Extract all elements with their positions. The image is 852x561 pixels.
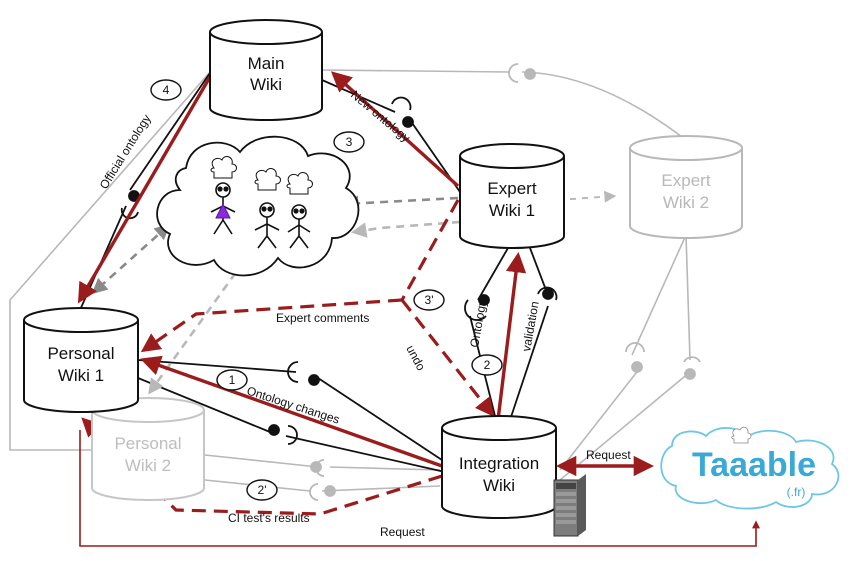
step-3p-badge: 3' — [413, 289, 445, 311]
step-1-badge: 1 — [216, 369, 248, 391]
svg-text:2: 2 — [484, 358, 491, 372]
expert1-to-integration-black-c — [529, 247, 547, 291]
svg-text:3': 3' — [425, 293, 434, 307]
taaable-name: Taaable — [692, 446, 816, 484]
personal2-to-integration-line-d — [321, 485, 441, 492]
main-wiki-db[interactable]: Main Wiki — [209, 19, 323, 121]
main-to-personal2-line — [9, 71, 211, 451]
server-icon — [553, 474, 586, 537]
svg-text:2': 2' — [258, 483, 267, 497]
ontology-validation-arrow — [496, 251, 527, 421]
expert2-to-integration-line — [631, 234, 687, 356]
undo-label: undo — [403, 343, 428, 373]
undo-dashed — [400, 299, 495, 418]
personal-wiki-1-label-2: Wiki 1 — [58, 366, 104, 385]
cloud-personal1-arrow — [91, 223, 171, 295]
expert1-to-integration-black-a — [477, 247, 509, 301]
expert2-to-integration-line-b — [559, 367, 641, 471]
expert1-to-integration-black-d — [509, 305, 549, 421]
integration-wiki-db[interactable]: Integration Wiki — [441, 415, 557, 519]
user-1-icon — [210, 156, 237, 235]
expert-wiki-1-label-2: Wiki 1 — [489, 201, 535, 220]
expert-wiki-1-db[interactable]: Expert Wiki 1 — [459, 143, 565, 249]
request-right-label: Request — [586, 448, 631, 462]
personal-wiki-1-label-1: Personal — [47, 344, 114, 363]
expert1-to-cloud-arrow — [342, 195, 459, 212]
expert-wiki-2-label-1: Expert — [661, 171, 710, 190]
personal-wiki-1-db[interactable]: Personal Wiki 1 — [23, 307, 139, 413]
personal1-to-integration-black-b — [317, 377, 446, 463]
svg-text:4: 4 — [163, 83, 170, 97]
main-wiki-label-2: Wiki — [250, 75, 282, 94]
step-badges: 4 3 3' 2 1 2' — [150, 79, 503, 501]
cook-users — [210, 156, 313, 249]
step-3-badge: 3 — [333, 131, 365, 153]
step-4-badge: 4 — [150, 79, 182, 101]
personal-wiki-2-label-1: Personal — [114, 434, 181, 453]
taaable-logo[interactable]: Taaable (.fr) — [660, 426, 840, 510]
ontology-changes-label: Ontology changes — [245, 384, 341, 427]
ontology-changes-arrow — [140, 355, 443, 468]
request-bottom-label: Request — [380, 525, 425, 539]
faded-sockets — [309, 63, 701, 501]
expert-wiki-1-label-1: Expert — [487, 179, 536, 198]
personal-wiki-2-label-2: Wiki 2 — [125, 456, 171, 475]
expert-wiki-2-label-2: Wiki 2 — [663, 193, 709, 212]
main-to-personal1-black-line — [129, 69, 213, 191]
expert-comments-label: Expert comments — [276, 311, 369, 325]
expert2-down-line — [685, 234, 691, 361]
chef-hat-icon — [731, 426, 752, 444]
ontology-validation-label-1: Ontology — [467, 299, 489, 349]
personal1-to-integration-black-d — [285, 435, 446, 473]
faded-connections — [9, 69, 691, 492]
step-2-badge: 2 — [471, 354, 503, 376]
taaable-suffix: (.fr) — [787, 485, 806, 499]
user-2-icon — [254, 168, 281, 249]
main-wiki-label-1: Main — [248, 54, 285, 73]
personal-wiki-2-db[interactable]: Personal Wiki 2 — [91, 397, 205, 501]
expert-comments-left — [140, 298, 403, 353]
svg-text:3: 3 — [346, 135, 353, 149]
red-flow — [77, 69, 760, 547]
svg-text:1: 1 — [229, 373, 236, 387]
user-3-icon — [286, 172, 313, 249]
integration-wiki-label-2: Wiki — [483, 476, 515, 495]
official-ontology-label: Official ontology — [97, 112, 154, 192]
official-ontology-arrow — [77, 69, 216, 304]
community-cloud — [156, 135, 360, 277]
main-to-expert2-line-b — [521, 71, 687, 141]
expert-comments-top — [400, 199, 460, 301]
main-to-expert2-line — [321, 69, 511, 73]
ontology-validation-label-2: validation — [519, 300, 542, 352]
integration-wiki-label-1: Integration — [459, 454, 539, 473]
expert1-to-expert2-dashed — [557, 190, 617, 203]
ci-results-label: CI test's results — [228, 511, 310, 525]
step-2p-badge: 2' — [246, 479, 278, 501]
personal2-to-integration-line-a — [204, 454, 319, 468]
personal2-to-integration-line-b — [329, 466, 441, 471]
new-ontology-arrow — [330, 71, 460, 188]
expert-wiki-2-db[interactable]: Expert Wiki 2 — [629, 135, 743, 239]
request-bottom-arrow — [79, 430, 760, 547]
